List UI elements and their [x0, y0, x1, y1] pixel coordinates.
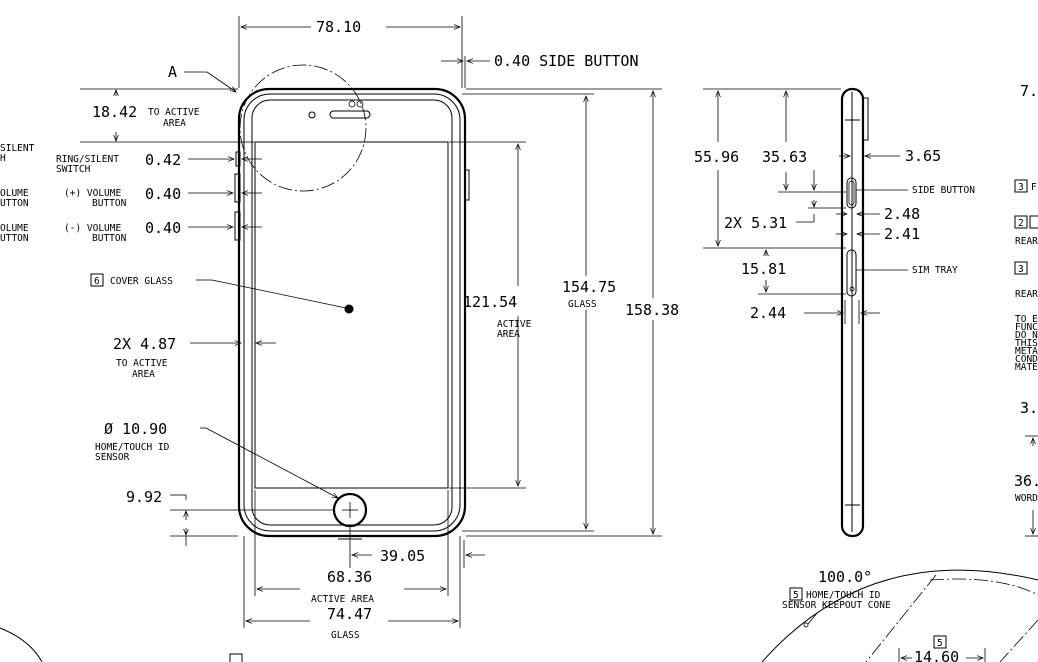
svg-text:REAR: REAR: [1015, 236, 1038, 247]
svg-text:TO ACTIVE: TO ACTIVE: [116, 358, 168, 369]
active-display: [254, 141, 449, 489]
svg-text:COND: COND: [1015, 354, 1038, 365]
svg-text:5: 5: [793, 590, 799, 601]
dim-2-48: 2.48: [884, 205, 920, 223]
svg-text:UTTON: UTTON: [0, 198, 29, 209]
dim-3-65: 3.65: [905, 147, 941, 165]
svg-text:RING/SILENT: RING/SILENT: [56, 154, 119, 165]
volume-up-button: [234, 173, 241, 203]
svg-text:HOME/TOUCH ID: HOME/TOUCH ID: [806, 590, 881, 601]
proximity-sensor-2: [356, 100, 364, 108]
svg-text:7.: 7.: [1020, 82, 1038, 100]
ring-silent-switch: [235, 151, 241, 167]
cone-angle: 100.0°: [818, 568, 872, 586]
svg-text:GLASS: GLASS: [568, 299, 597, 310]
svg-text:36.: 36.: [1014, 472, 1038, 490]
active-height-value: 121.54: [463, 293, 517, 311]
svg-text:3: 3: [1018, 182, 1024, 193]
side-view-sim-tray: [846, 249, 857, 297]
home-offset-value: 9.92: [126, 488, 162, 506]
proximity-sensor-1: [348, 100, 356, 108]
vol-down-value: 0.40: [145, 219, 181, 237]
volume-down-button: [234, 211, 241, 241]
svg-text:H: H: [0, 153, 6, 164]
cover-glass-tag-box: [90, 273, 104, 287]
front-view: A 78.10 0.40 SIDE BUTTON 18.42 TO ACTIVE…: [0, 16, 679, 641]
ring-switch-value: 0.42: [145, 151, 181, 169]
side-view: 55.96 35.63 3.65 SIDE BUTTON 2X 5.31 2.4…: [694, 87, 975, 538]
svg-text:UTTON: UTTON: [0, 233, 29, 244]
svg-text:3: 3: [1018, 264, 1024, 275]
svg-text:DO N: DO N: [1015, 330, 1038, 341]
side-view-side-button: [846, 177, 857, 209]
front-camera-icon: [308, 111, 316, 119]
right-notes-panel: 7. 3 F 2 REAR 3 REAR TO E FUNC DO N THIS…: [1014, 82, 1038, 537]
overall-width-label: 78.10: [316, 18, 361, 36]
detail-label-a: A: [168, 63, 177, 81]
dim-15-81: 15.81: [741, 260, 786, 278]
svg-text:GLASS: GLASS: [331, 630, 360, 641]
svg-text:AREA: AREA: [163, 118, 186, 129]
svg-text:THIS: THIS: [1015, 338, 1038, 349]
glass-width-value: 74.47: [327, 605, 372, 623]
svg-text:(-) VOLUME: (-) VOLUME: [64, 223, 121, 234]
svg-text:F: F: [1031, 182, 1037, 193]
svg-text:OLUME: OLUME: [0, 223, 29, 234]
svg-text:2: 2: [1018, 218, 1024, 229]
overall-height-value: 158.38: [625, 301, 679, 319]
svg-text:SENSOR: SENSOR: [95, 452, 130, 463]
svg-text:ACTIVE: ACTIVE: [497, 319, 532, 330]
dim-2-44: 2.44: [750, 304, 786, 322]
top-to-active-value: 18.42: [92, 103, 137, 121]
cover-glass-label: COVER GLASS: [110, 276, 173, 287]
svg-text:AREA: AREA: [132, 369, 155, 380]
svg-text:5: 5: [937, 638, 943, 649]
side-button-width-label: 0.40 SIDE BUTTON: [494, 52, 639, 70]
svg-text:TO ACTIVE: TO ACTIVE: [148, 107, 200, 118]
svg-text:FUNC: FUNC: [1015, 322, 1038, 333]
svg-text:META: META: [1015, 346, 1038, 357]
svg-text:SILENT: SILENT: [0, 143, 35, 154]
svg-text:3.: 3.: [1020, 399, 1038, 417]
side-active-value: 2X 4.87: [113, 335, 176, 353]
glass-height-value: 154.75: [562, 278, 616, 296]
side-button-label: SIDE BUTTON: [912, 185, 975, 196]
dim-2x-5-31: 2X 5.31: [724, 214, 787, 232]
svg-text:SENSOR KEEPOUT CONE: SENSOR KEEPOUT CONE: [782, 600, 891, 611]
dim-2-41: 2.41: [884, 225, 920, 243]
svg-text:MATE: MATE: [1015, 362, 1038, 373]
svg-text:TO E: TO E: [1015, 314, 1038, 325]
phone-inner-outline: [243, 93, 461, 532]
svg-text:14.60: 14.60: [914, 648, 959, 662]
svg-text:(+) VOLUME: (+) VOLUME: [64, 188, 121, 199]
svg-text:BUTTON: BUTTON: [92, 198, 127, 209]
bottom-detail: 100.0° 5 HOME/TOUCH ID SENSOR KEEPOUT CO…: [761, 568, 1038, 662]
svg-text:6: 6: [94, 276, 100, 287]
active-width-value: 68.36: [327, 568, 372, 586]
dim-35-63: 35.63: [762, 148, 807, 166]
detail-circle-a: [239, 64, 367, 192]
svg-text:REAR: REAR: [1015, 289, 1038, 300]
svg-text:WORD: WORD: [1015, 493, 1038, 504]
svg-text:BUTTON: BUTTON: [92, 233, 127, 244]
dim-55-96: 55.96: [694, 148, 739, 166]
svg-text:ACTIVE AREA: ACTIVE AREA: [311, 594, 374, 605]
phone-bezel: [251, 99, 453, 526]
svg-text:SWITCH: SWITCH: [56, 164, 91, 175]
svg-text:HOME/TOUCH ID: HOME/TOUCH ID: [95, 442, 170, 453]
earpiece-speaker: [329, 110, 371, 119]
svg-text:OLUME: OLUME: [0, 188, 29, 199]
svg-text:AREA: AREA: [497, 329, 520, 340]
vol-up-value: 0.40: [145, 185, 181, 203]
home-center-value: 39.05: [380, 547, 425, 565]
phone-outline: [237, 87, 467, 538]
sim-tray-label: SIM TRAY: [912, 265, 958, 276]
home-diameter-value: Ø 10.90: [104, 420, 167, 438]
side-button: [464, 169, 470, 201]
cover-glass-dot: [344, 304, 354, 314]
